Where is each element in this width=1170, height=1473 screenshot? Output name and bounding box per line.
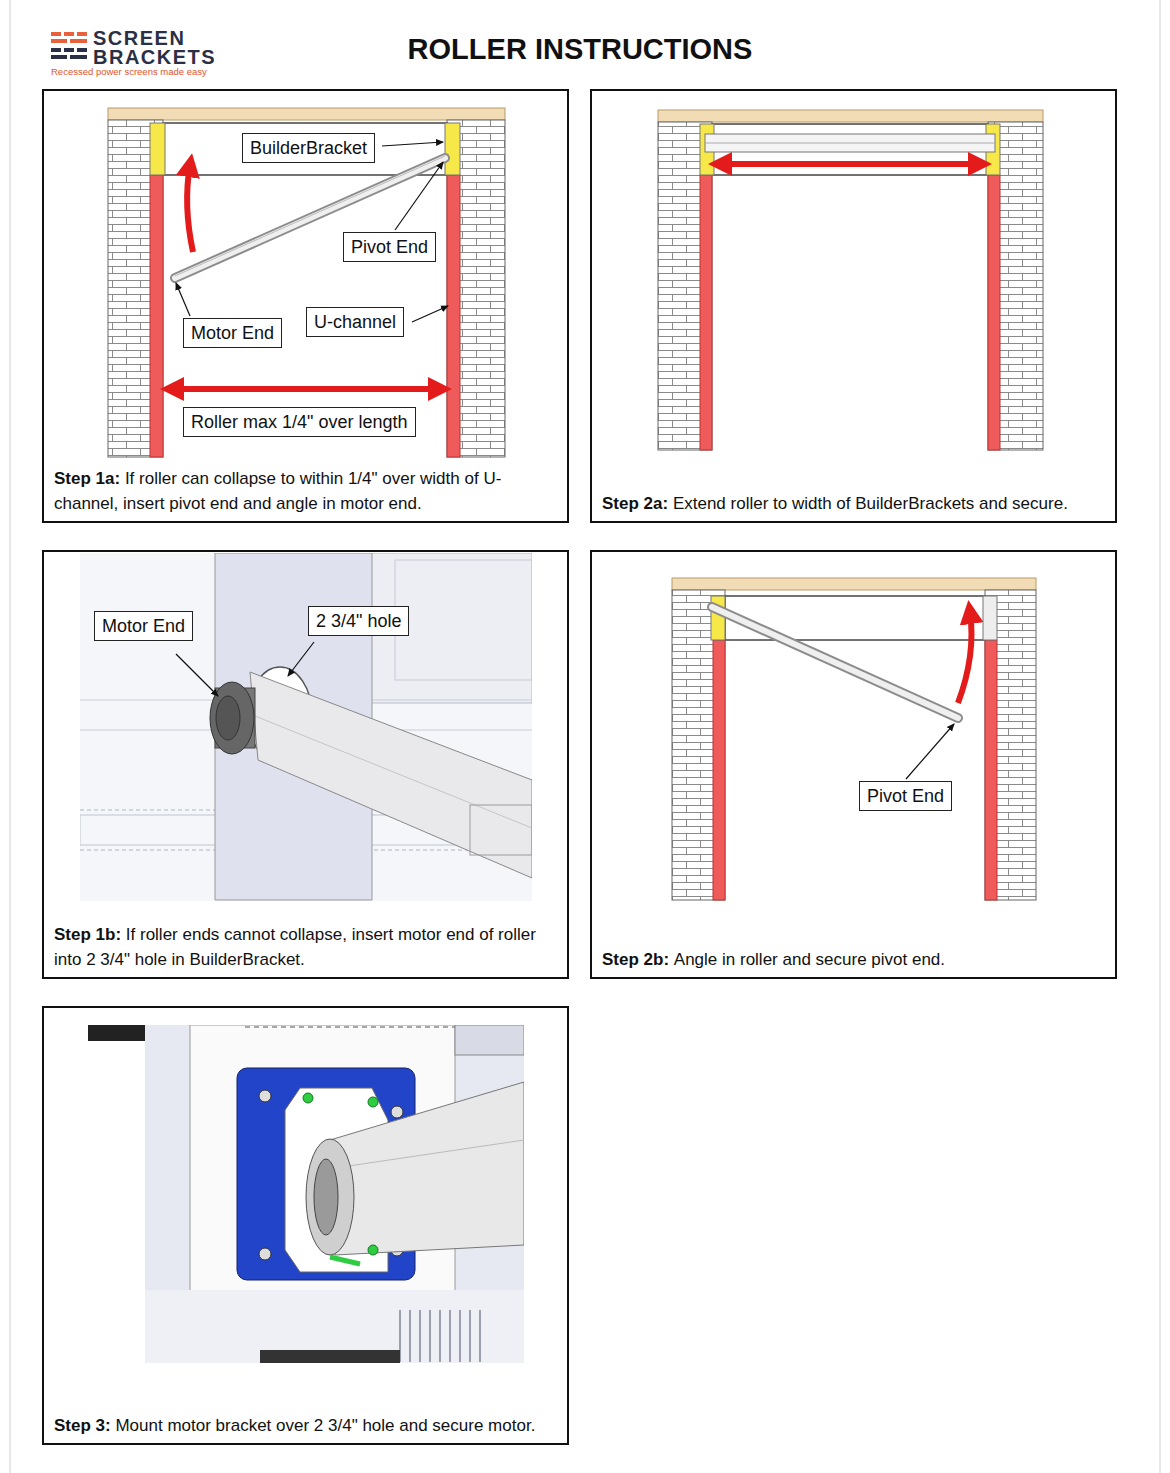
- callout-label: Motor End: [191, 323, 274, 343]
- step-number: Step 1a:: [54, 469, 120, 488]
- callout-box: Motor End: [183, 318, 282, 348]
- callout-box: U-channel: [306, 307, 404, 337]
- step-text: If roller can collapse to within 1/4" ov…: [54, 469, 501, 513]
- callout-label: Roller max 1/4" over length: [191, 412, 408, 432]
- callout-box: Roller max 1/4" over length: [183, 407, 416, 437]
- step-text: Extend roller to width of BuilderBracket…: [673, 494, 1068, 513]
- callout-box: BuilderBracket: [242, 133, 375, 163]
- step-panel: Step 3:Mount motor bracket over 2 3/4" h…: [42, 1006, 569, 1445]
- callout-label: U-channel: [314, 312, 396, 332]
- step-text: If roller ends cannot collapse, insert m…: [54, 925, 536, 969]
- step-panel: Step 2b: Angle in roller and secure pivot…: [590, 550, 1117, 979]
- callout-box: Motor End: [94, 611, 193, 641]
- callout-box: 2 3/4" hole: [308, 606, 409, 636]
- step-text: Mount motor bracket over 2 3/4" hole and…: [115, 1416, 535, 1435]
- logo-text: SCREEN: [93, 27, 185, 49]
- step-caption: Step 2a: Extend roller to width of Builde…: [602, 491, 1107, 516]
- step-caption: Step 1a:If roller can collapse to within…: [54, 466, 559, 516]
- step-panel: Step 1a:If roller can collapse to within…: [42, 89, 569, 523]
- step-caption: Step 3:Mount motor bracket over 2 3/4" h…: [54, 1413, 559, 1438]
- logo-text: BRACKETS: [93, 46, 216, 68]
- step-caption: Step 2b: Angle in roller and secure pivot…: [602, 947, 1107, 972]
- step-number: Step 3:: [54, 1416, 111, 1435]
- logo-tagline: Recessed power screens made easy: [51, 67, 207, 77]
- step-number: Step 1b:: [54, 925, 121, 944]
- callout-label: Pivot End: [867, 786, 944, 806]
- step-number: Step 2b:: [602, 950, 669, 969]
- callout-label: 2 3/4" hole: [316, 611, 401, 631]
- callout-label: Pivot End: [351, 237, 428, 257]
- callout-box: Pivot End: [859, 781, 952, 811]
- callout-label: Motor End: [102, 616, 185, 636]
- step-caption: Step 1b:If roller ends cannot collapse, …: [54, 922, 559, 972]
- step-panel: Step 2a: Extend roller to width of Builde…: [590, 89, 1117, 523]
- step-text: Angle in roller and secure pivot end.: [674, 950, 945, 969]
- step-number: Step 2a:: [602, 494, 668, 513]
- step-panel: Step 1b:If roller ends cannot collapse, …: [42, 550, 569, 979]
- callout-label: BuilderBracket: [250, 138, 367, 158]
- callout-box: Pivot End: [343, 232, 436, 262]
